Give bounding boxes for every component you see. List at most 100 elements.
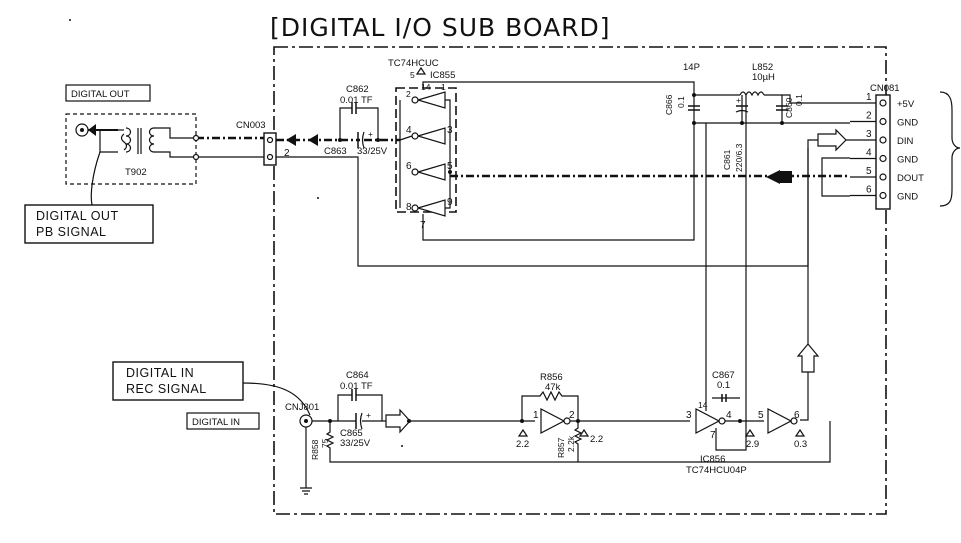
cn081-pin-name: GND — [897, 155, 918, 166]
c860-label: C860 — [784, 97, 794, 118]
cn081-pin-name: DIN — [897, 136, 914, 147]
svg-text:+: + — [366, 410, 371, 420]
ic855-gate-2: 4 3 — [406, 125, 453, 145]
svg-text:14: 14 — [698, 400, 708, 410]
l852-value: 10µH — [752, 72, 775, 83]
digital-out-jack-module — [65, 113, 197, 185]
c860-value: 0.1 — [794, 94, 804, 106]
digital-out-pb-line1: DIGITAL OUT — [36, 209, 119, 223]
cn081-pin-name: GND — [897, 192, 918, 203]
c863-label: C863 — [324, 146, 347, 157]
svg-text:2: 2 — [569, 410, 575, 421]
svg-text:1: 1 — [533, 410, 539, 421]
digital-in-rec-signal-box — [112, 361, 244, 401]
svg-text:3: 3 — [686, 410, 692, 421]
voltage-reading-2: 2.2 — [590, 434, 603, 445]
ic856-gate-1: 1 2 — [533, 408, 575, 434]
ic856-gate-3: 5 6 — [758, 408, 800, 434]
cn081-pin-number: 4 — [866, 148, 872, 159]
din-direction-arrow-icon — [817, 128, 847, 152]
c867-label: C867 — [712, 370, 735, 381]
digital-in-rec-line2: REC SIGNAL — [126, 382, 207, 396]
c864-label: C864 — [346, 370, 369, 381]
ic856-label: IC856 — [700, 454, 725, 465]
cn081-pin-number: 6 — [866, 185, 872, 196]
c865-label: C865 — [340, 428, 363, 439]
transformer-primary-coil — [125, 127, 132, 153]
c862-label: C862 — [346, 84, 369, 95]
svg-text:4: 4 — [406, 125, 412, 136]
c866-value: 0.1 — [676, 96, 686, 108]
digital-out-pb-line2: PB SIGNAL — [36, 225, 107, 239]
r856-resistor — [521, 390, 579, 421]
c861-label: C861 — [722, 149, 732, 170]
cn003-pin: 2 — [284, 148, 290, 159]
r857-value: 2.2k — [566, 435, 576, 452]
l852-label: L852 — [752, 62, 773, 73]
c862-value: 0.01 TF — [340, 95, 373, 106]
transformer-secondary-coil — [148, 127, 155, 153]
r858-label: R858 — [310, 439, 320, 460]
din-upflow-arrow-icon — [796, 343, 820, 373]
t902-label: T902 — [125, 167, 147, 178]
voltage-reading-4: 0.3 — [794, 439, 807, 450]
r858-value: 75 — [320, 438, 330, 448]
r857-resistor — [573, 421, 583, 462]
svg-text:14: 14 — [421, 82, 431, 92]
svg-text:7: 7 — [710, 430, 716, 441]
cn081-pin-number: 2 — [866, 111, 872, 122]
ic856-gate-2: 3 14 4 7 — [686, 400, 732, 441]
cn081-pin-1: 1 +5V — [850, 92, 915, 110]
c865-value: 33/25V — [340, 438, 371, 449]
r856-label: R856 — [540, 372, 563, 383]
test-point-icon — [517, 428, 529, 437]
board-outline — [273, 46, 887, 515]
svg-text:6: 6 — [406, 161, 412, 172]
svg-text:5: 5 — [410, 70, 415, 80]
digital-in-rec-line1: DIGITAL IN — [126, 366, 194, 380]
l852-inductor — [739, 91, 765, 97]
c861-value: 220/6.3 — [734, 143, 744, 172]
svg-text:8: 8 — [406, 202, 412, 213]
ic855-gate-3: 6 5 — [406, 161, 453, 181]
pin-14p-label: 14P — [683, 62, 700, 73]
ic855-gate-1: 2 14 1 — [406, 82, 446, 109]
digital-in-label: DIGITAL IN — [192, 417, 240, 428]
cn003-label: CN003 — [236, 120, 266, 131]
dout-direction-arrow-icon — [780, 171, 792, 183]
digital-in-label-box — [186, 412, 260, 430]
digital-out-label: DIGITAL OUT — [71, 89, 130, 100]
svg-text:5: 5 — [758, 410, 764, 421]
cnj801-label: CNJ801 — [285, 402, 319, 413]
cn081-pin-name: GND — [897, 118, 918, 129]
ic855-gate-4: 8 9 7 — [406, 197, 453, 231]
cn081-pin-number: 3 — [866, 129, 872, 140]
voltage-reading-1: 2.2 — [516, 439, 529, 450]
c863-value: 33/25V — [357, 146, 388, 157]
ic855-package — [395, 87, 457, 213]
cn081-connector — [875, 94, 891, 210]
digital-out-label-box — [65, 84, 151, 102]
svg-text:1: 1 — [441, 82, 446, 92]
c866-label: C866 — [664, 94, 674, 115]
cn081-pin-name: +5V — [897, 99, 915, 110]
dout-flow-arrow-icon — [286, 134, 296, 146]
r856-value: 47k — [545, 382, 561, 393]
digital-out-pb-signal-box — [24, 204, 154, 244]
cn081-pin-number: 1 — [866, 92, 872, 103]
ic855-label: IC855 — [430, 70, 455, 81]
svg-text:+: + — [368, 129, 373, 139]
page-title: [DIGITAL I/O SUB BOARD] — [270, 13, 611, 42]
c864-value: 0.01 TF — [340, 381, 373, 392]
right-brace — [939, 91, 961, 207]
din-flow-arrow-icon — [385, 408, 411, 434]
voltage-reading-3: 2.9 — [746, 439, 759, 450]
svg-text:6: 6 — [794, 410, 800, 421]
cn081-pin-name: DOUT — [897, 173, 924, 184]
